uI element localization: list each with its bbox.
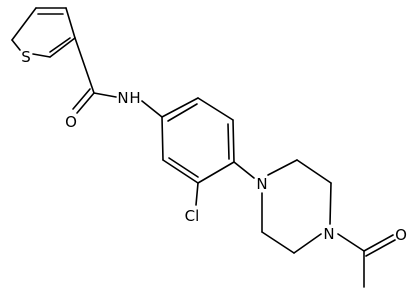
bond-amide-c-o-1	[76, 92, 95, 114]
bond-benzene-c1-c2	[161, 97, 199, 118]
bond-nh-aryl	[141, 100, 163, 118]
bond-thiophene-c4-c5	[49, 37, 76, 58]
bond-thiophene-c3-c4	[65, 7, 76, 39]
atom-label-sulfur: S	[21, 48, 31, 66]
bond-thiophene-c2-c1	[11, 7, 37, 41]
bond-benzene-double-3	[168, 157, 199, 178]
atom-label-chlorine: Cl	[185, 207, 200, 225]
bond-benzene-c4-c5	[197, 161, 235, 184]
bond-ring-cl	[195, 182, 199, 206]
atom-label-piperazine-n4: N	[323, 225, 334, 243]
atom-label-oxygen-acetyl: O	[395, 226, 407, 244]
bond-benzene-c3-c4	[232, 119, 235, 163]
bond-pip-c2-c3	[296, 159, 332, 184]
bond-thiophene-double-inner-2	[49, 37, 71, 53]
bond-pip-c5-c6	[261, 231, 295, 254]
bond-benzene-double-1	[167, 103, 198, 122]
bond-amide-c-o-2	[72, 88, 91, 110]
bond-amide-c-ring	[74, 37, 95, 94]
bond-benzene-c2-c3	[197, 97, 234, 121]
bond-pip-n1-c2	[267, 159, 298, 176]
bond-benzene-double-2	[227, 123, 230, 160]
bond-pip-n4-c5	[293, 233, 322, 254]
bond-acetyl-n-c	[337, 233, 365, 252]
bond-layer	[11, 7, 396, 288]
bond-acetyl-c-o-1	[363, 234, 394, 252]
bond-benzene-c5-c6	[162, 159, 199, 184]
bond-pip-c3-n4	[329, 182, 332, 225]
atom-label-piperazine-n1: N	[256, 175, 267, 193]
bond-ring-n1	[233, 161, 255, 179]
bond-amide-c-n	[93, 92, 117, 98]
bond-thiophene-c5-s	[32, 53, 51, 58]
bond-thiophene-s-c2	[11, 39, 21, 51]
bond-acetyl-c-o-2	[365, 239, 396, 257]
atom-label-oxygen-amide: O	[65, 113, 77, 131]
bond-benzene-c6-c1	[161, 116, 164, 161]
atom-label-amide-nitrogen: N	[117, 89, 128, 107]
atom-label-amide-hydrogen: H	[129, 89, 140, 107]
